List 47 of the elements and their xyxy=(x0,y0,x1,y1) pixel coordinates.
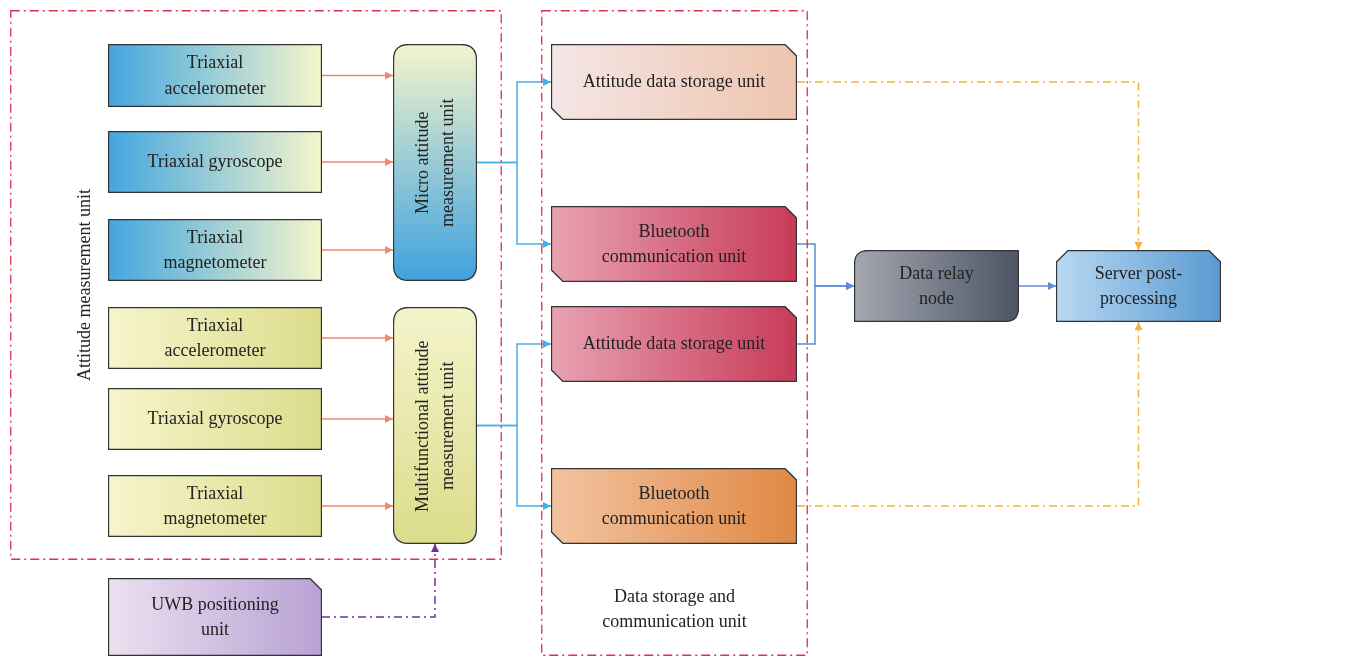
group-frame xyxy=(10,10,502,560)
node-label: Server post-processing xyxy=(1093,261,1184,310)
process-box xyxy=(108,578,322,656)
process-box xyxy=(108,131,322,193)
process-box xyxy=(551,468,797,544)
arrow xyxy=(321,246,394,254)
node-label: Triaxial accelerometer xyxy=(163,313,267,362)
arrow xyxy=(796,81,1143,251)
process-box xyxy=(108,388,322,450)
process-box xyxy=(854,250,1019,322)
arrow xyxy=(1018,282,1057,290)
process-box xyxy=(393,44,477,281)
arrow xyxy=(321,543,439,618)
arrow xyxy=(321,502,394,510)
node-label: Triaxial magnetometer xyxy=(162,225,268,274)
node-label: UWB positioning unit xyxy=(150,592,280,641)
arrow xyxy=(321,71,394,80)
node-label: Micro attitude measurement unit xyxy=(410,97,458,229)
node-label: Triaxial gyroscope xyxy=(146,150,284,174)
process-box xyxy=(551,206,797,282)
node-label: Attitude data storage unit xyxy=(581,332,767,356)
process-box xyxy=(1056,250,1221,322)
group-frame xyxy=(541,10,808,656)
group-title: Attitude measurement unit xyxy=(73,188,95,383)
process-box xyxy=(108,44,322,107)
process-box xyxy=(108,307,322,369)
node-label: Bluetooth communication unit xyxy=(600,219,748,268)
node-label: Bluetooth communication unit xyxy=(600,481,748,530)
process-box xyxy=(551,44,797,120)
arrow xyxy=(476,161,552,248)
node-label: Data relay node xyxy=(898,261,975,310)
arrow xyxy=(321,334,394,342)
arrow xyxy=(796,321,1143,507)
node-label: Attitude data storage unit xyxy=(581,70,767,94)
node-label: Triaxial magnetometer xyxy=(162,481,268,530)
node-label: Multifunctional attitude measurement unit xyxy=(410,338,458,514)
process-box xyxy=(551,306,797,382)
node-label: Triaxial gyroscope xyxy=(146,407,284,431)
node-label: Triaxial accelerometer xyxy=(163,51,267,100)
arrow xyxy=(321,158,394,166)
group-title: Data storage and communication unit xyxy=(601,584,748,633)
process-box xyxy=(108,475,322,537)
process-box xyxy=(108,219,322,281)
arrow xyxy=(796,282,855,345)
arrow xyxy=(321,415,394,423)
process-box xyxy=(393,307,477,544)
arrow xyxy=(476,424,552,510)
